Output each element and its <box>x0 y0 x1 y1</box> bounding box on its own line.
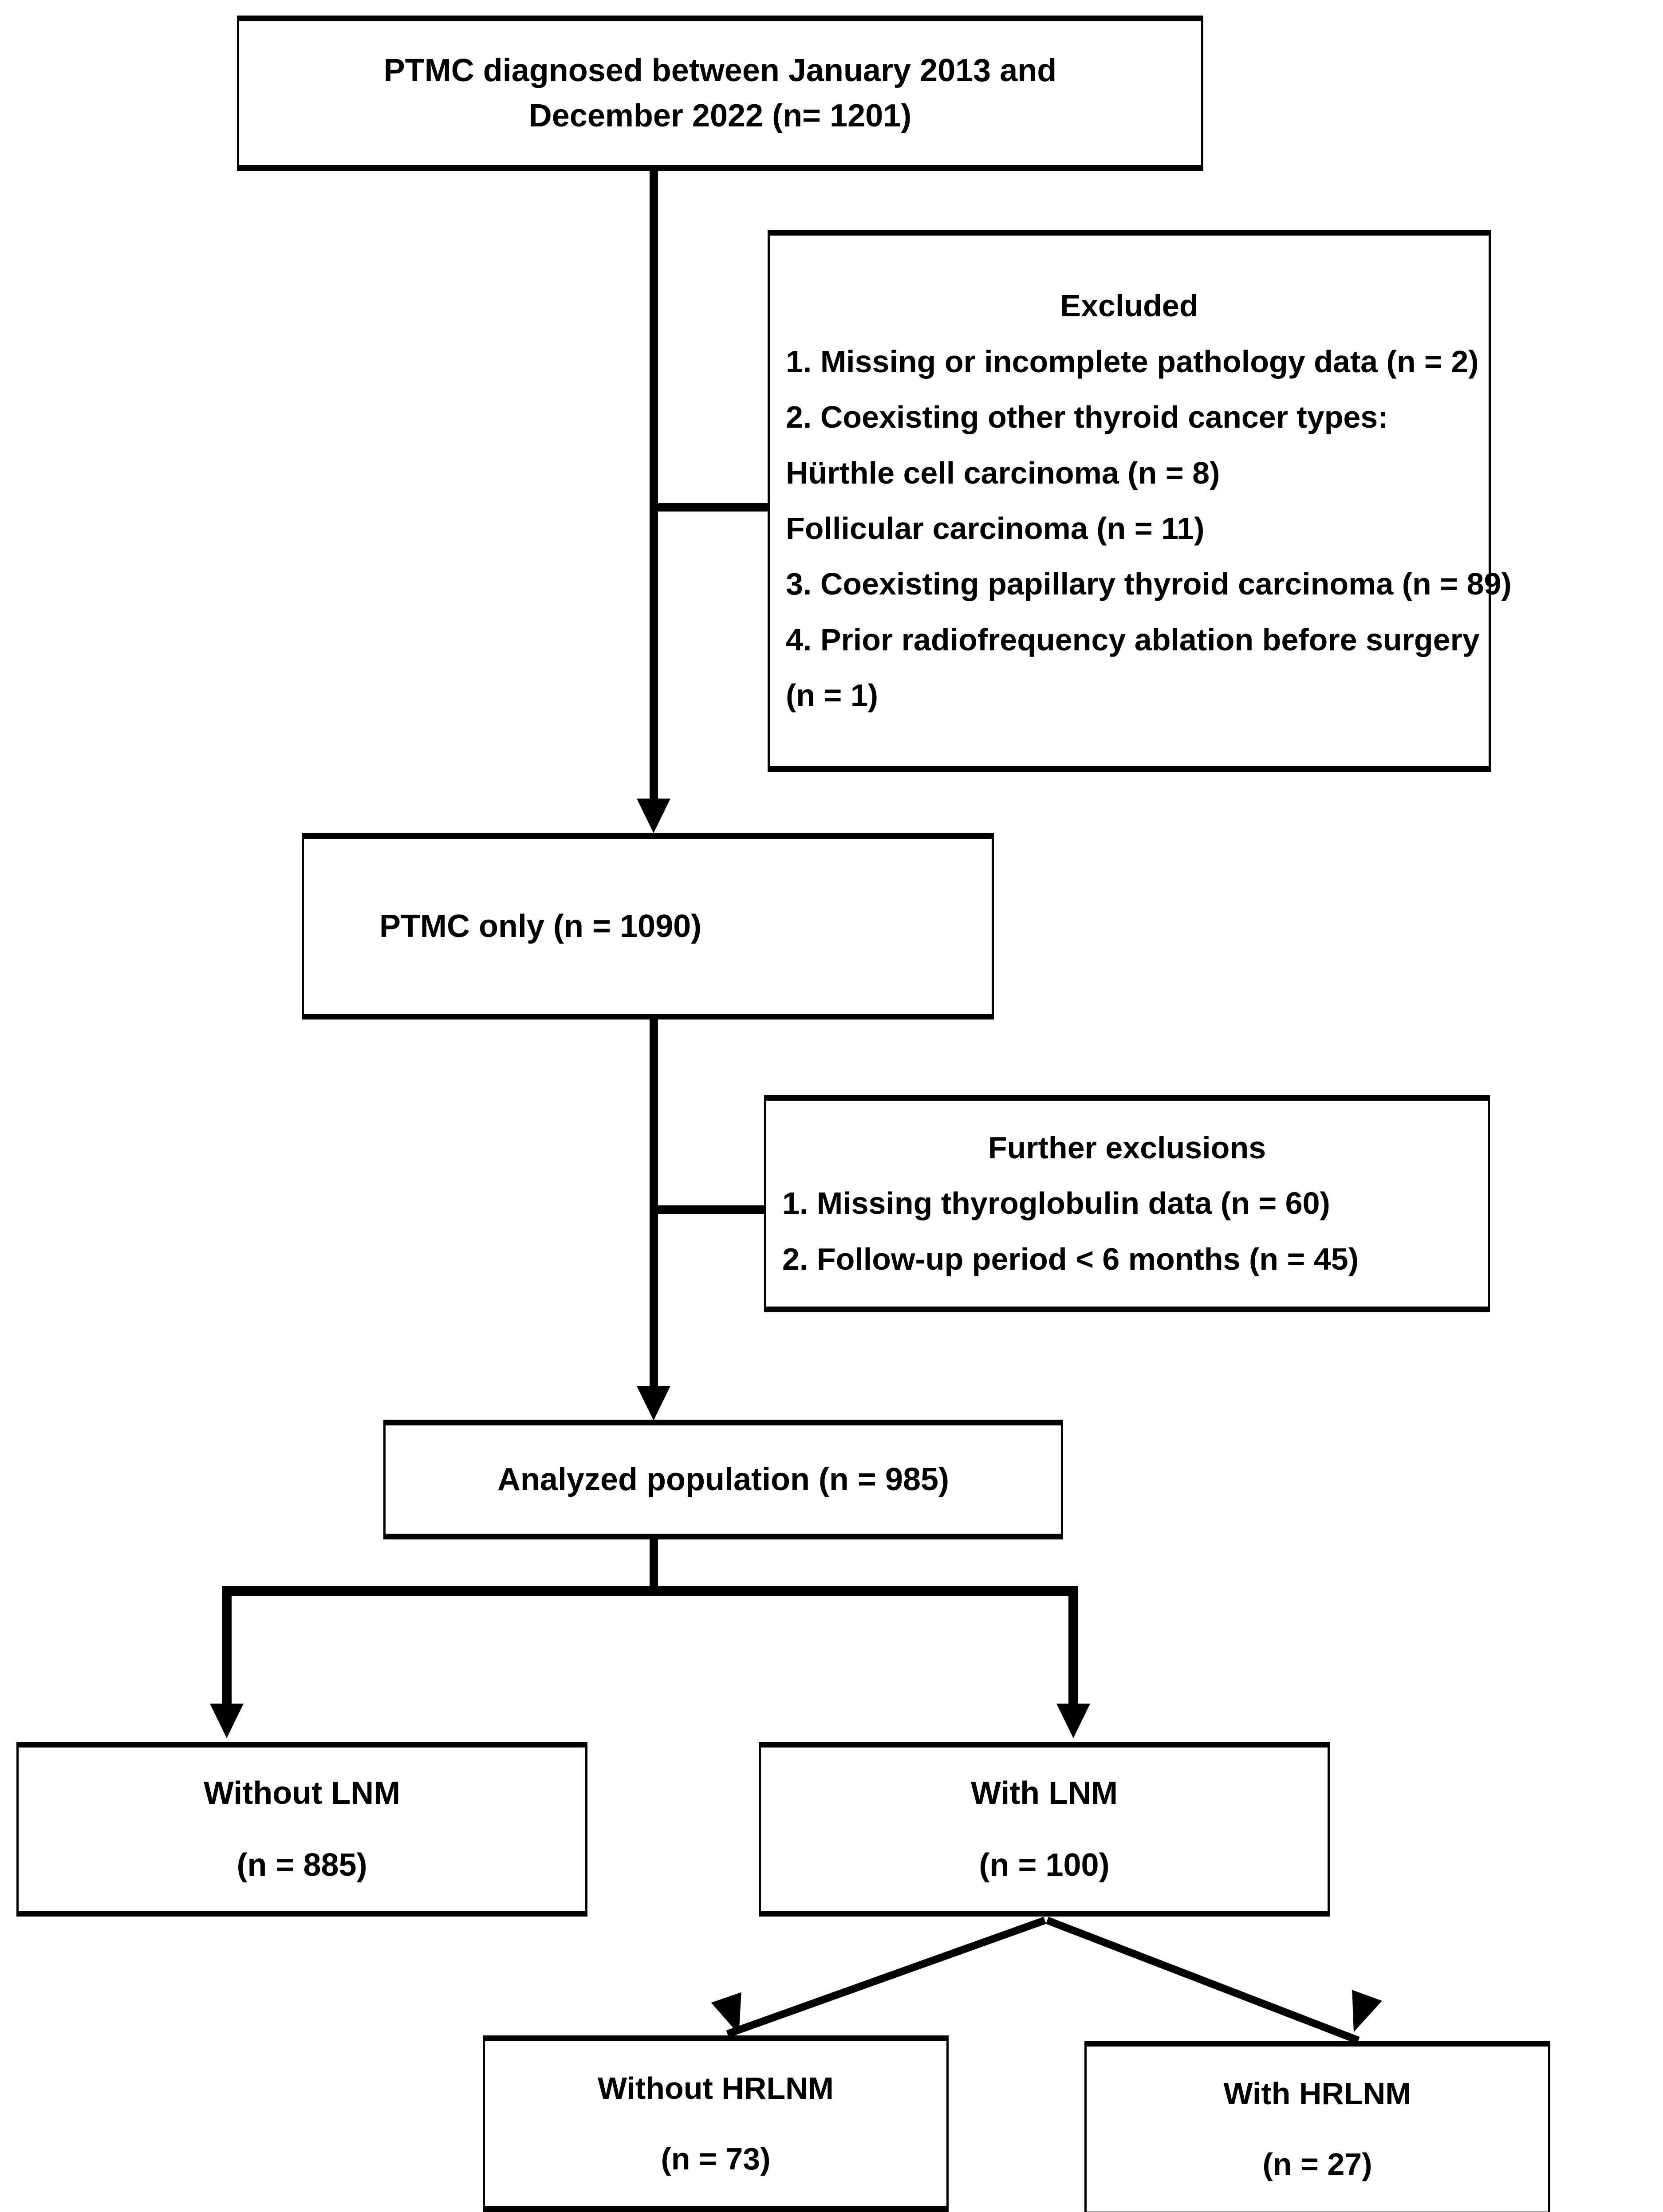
node-excluded-heading: Excluded <box>1060 288 1198 323</box>
connector-analyzed-stem <box>650 1539 658 1590</box>
node-source-line-2: December 2022 (n= 1201) <box>528 98 912 134</box>
node-without-hrlnm: Without HRLNM (n = 73) <box>483 2035 949 2212</box>
connector-source-to-excluded <box>650 503 772 512</box>
connector-analyzed-to-without-lnm <box>222 1586 232 1706</box>
connector-ptmc-only-to-further-exclusions <box>650 1205 767 1214</box>
node-further-exclusions-item-1: 1. Missing thyroglobulin data (n = 60) <box>782 1186 1330 1221</box>
node-excluded-item-3: 3. Coexisting papillary thyroid carcinom… <box>786 567 1512 602</box>
node-ptmc-only-label: PTMC only (n = 1090) <box>379 908 702 944</box>
node-ptmc-only: PTMC only (n = 1090) <box>302 833 994 1019</box>
node-excluded-item-1: 1. Missing or incomplete pathology data … <box>786 344 1479 379</box>
arrowhead-with-lnm-to-without-hrlnm <box>711 1992 754 2040</box>
node-with-lnm-count: (n = 100) <box>979 1847 1110 1883</box>
node-excluded: Excluded 1. Missing or incomplete pathol… <box>768 230 1512 772</box>
arrowhead-analyzed-to-with-lnm <box>1056 1704 1090 1738</box>
node-without-hrlnm-count: (n = 73) <box>661 2141 771 2176</box>
node-further-exclusions: Further exclusions 1. Missing thyroglobu… <box>764 1095 1490 1312</box>
node-without-hrlnm-label: Without HRLNM <box>598 2070 834 2106</box>
node-without-lnm: Without LNM (n = 885) <box>16 1742 587 1917</box>
node-with-hrlnm-count: (n = 27) <box>1262 2147 1372 2181</box>
connector-source-to-ptmc-only <box>650 171 658 800</box>
node-further-exclusions-item-2: 2. Follow-up period < 6 months (n = 45) <box>782 1241 1359 1276</box>
node-with-lnm-label: With LNM <box>970 1775 1118 1811</box>
connector-analyzed-to-with-lnm <box>1068 1586 1078 1706</box>
node-analyzed-population: Analyzed population (n = 985) <box>383 1420 1063 1539</box>
node-excluded-item-4: 4. Prior radiofrequency ablation before … <box>786 622 1480 657</box>
node-with-hrlnm: With HRLNM (n = 27) <box>1084 2041 1550 2212</box>
node-further-exclusions-heading: Further exclusions <box>988 1130 1266 1165</box>
arrowhead-ptmc-only-to-analyzed <box>637 1386 670 1421</box>
node-excluded-item-4-count: (n = 1) <box>786 678 879 713</box>
connector-ptmc-only-to-analyzed <box>650 1019 658 1388</box>
node-with-hrlnm-label: With HRLNM <box>1223 2076 1411 2111</box>
arrowhead-source-to-ptmc-only <box>637 799 670 833</box>
node-without-lnm-label: Without LNM <box>203 1775 401 1811</box>
node-source-population: PTMC diagnosed between January 2013 and … <box>237 16 1203 171</box>
connector-with-lnm-to-without-hrlnm <box>726 1917 1046 2038</box>
node-without-lnm-count: (n = 885) <box>236 1847 367 1883</box>
node-source-line-1: PTMC diagnosed between January 2013 and <box>383 52 1057 88</box>
node-analyzed-population-label: Analyzed population (n = 985) <box>497 1461 950 1497</box>
node-excluded-item-2: 2. Coexisting other thyroid cancer types… <box>786 400 1388 435</box>
arrowhead-with-lnm-to-with-hrlnm <box>1339 1990 1382 2038</box>
node-excluded-item-2a: Hürthle cell carcinoma (n = 8) <box>786 455 1220 490</box>
node-excluded-item-2b: Follicular carcinoma (n = 11) <box>786 511 1205 546</box>
connector-with-lnm-to-with-hrlnm <box>1045 1917 1360 2044</box>
node-with-lnm: With LNM (n = 100) <box>759 1742 1330 1917</box>
arrowhead-analyzed-to-without-lnm <box>210 1704 244 1738</box>
connector-analyzed-split-bar <box>222 1586 1078 1596</box>
